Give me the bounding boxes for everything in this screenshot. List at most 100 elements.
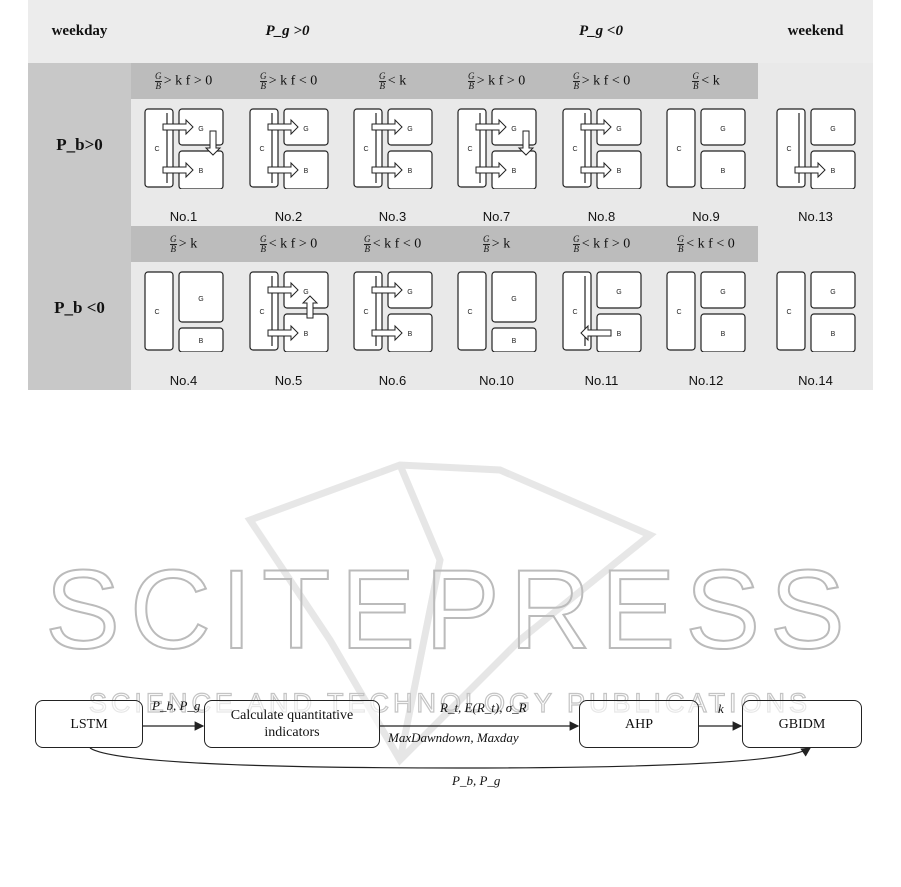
scenario-schematic: CGB <box>561 271 642 352</box>
label-b: B <box>511 338 516 345</box>
scenario-schematic: CGB <box>248 271 329 352</box>
label-g: G <box>407 289 412 296</box>
box-g <box>490 271 537 323</box>
scenario-schematic: CGB <box>143 108 224 189</box>
node-lstm: LSTM <box>35 700 143 748</box>
watermark-book-spine <box>396 463 444 761</box>
label-c: C <box>363 146 368 153</box>
scenario-table: weekday P_g >0 P_g <0 weekend P_b>0 P_b … <box>28 0 873 390</box>
label-g: G <box>616 126 621 133</box>
scenario-schematic: CGB <box>456 108 537 189</box>
label-b: B <box>198 338 203 345</box>
label-b: B <box>616 168 621 175</box>
box-b <box>700 313 746 352</box>
edge-label-calc-ahp-bottom: MaxDawndown, Maxday <box>388 730 519 745</box>
label-c: C <box>154 146 159 153</box>
edge-label-calc-ahp-top: R_t, E(R_t), σ_R <box>440 700 527 715</box>
label-c: C <box>572 309 577 316</box>
arrow-to-b <box>371 324 403 342</box>
arrow-lstm-gbidm <box>89 747 812 769</box>
label-b: B <box>721 168 726 175</box>
box-g <box>809 271 856 309</box>
arrow-to-b <box>580 161 612 179</box>
node-calculate-indicators: Calculate quantitative indicators <box>204 700 380 748</box>
scenario-schematic: CGB <box>775 108 856 189</box>
scenario-number: No.7 <box>482 209 511 224</box>
box-c <box>775 271 806 351</box>
header-weekday: weekday <box>28 0 131 63</box>
flowchart: LSTM Calculate quantitative indicators A… <box>0 690 901 800</box>
box-g <box>595 271 642 309</box>
node-ahp: AHP <box>579 700 699 748</box>
label-b: B <box>407 168 412 175</box>
box-g <box>700 271 746 309</box>
label-c: C <box>676 146 681 153</box>
scenario-schematic: CGB <box>248 108 329 189</box>
scenario-number: No.3 <box>378 209 407 224</box>
box-c <box>666 271 696 351</box>
box-g <box>809 108 856 146</box>
scenario-number: No.14 <box>798 373 833 388</box>
label-g: G <box>511 296 516 303</box>
label-b: B <box>198 168 203 175</box>
arrow-to-g <box>267 281 299 299</box>
box-b <box>700 150 746 189</box>
scenario-schematic: CGB <box>143 271 224 352</box>
arrow-to-b <box>371 161 403 179</box>
label-g: G <box>830 289 835 296</box>
header-pg-negative: P_g <0 <box>444 0 758 63</box>
label-g: G <box>511 126 516 133</box>
flowchart-connectors <box>89 721 812 769</box>
edge-label-lstm-gbidm: P_b, P_g <box>452 773 501 788</box>
label-b: B <box>616 331 621 338</box>
edge-label-ahp-gbidm: k <box>718 701 724 716</box>
scenario-number: No.5 <box>274 373 303 388</box>
scenario-cell: C G B No.3 <box>341 99 444 226</box>
arrow-to-g <box>371 281 403 299</box>
scenario-schematic: CGB <box>352 271 433 352</box>
scenario-number: No.8 <box>587 209 616 224</box>
arrow-to-b <box>794 161 826 179</box>
label-b: B <box>721 331 726 338</box>
edge-label-lstm-calc: P_b, P_g <box>152 698 201 713</box>
row-label-pb-negative: P_b <0 <box>28 226 131 390</box>
label-g: G <box>407 126 412 133</box>
arrow-to-g <box>371 118 403 136</box>
watermark-title: SCITEPRESS <box>45 547 855 672</box>
scenario-number: No.4 <box>169 373 198 388</box>
box-g <box>700 108 746 146</box>
arrow-g-to-b <box>517 130 534 156</box>
node-gbidm: GBIDM <box>742 700 862 748</box>
arrow-b-to-c <box>579 324 611 342</box>
arrow-to-g <box>267 118 299 136</box>
arrow-b-to-g <box>301 295 318 319</box>
box-b <box>490 327 537 352</box>
